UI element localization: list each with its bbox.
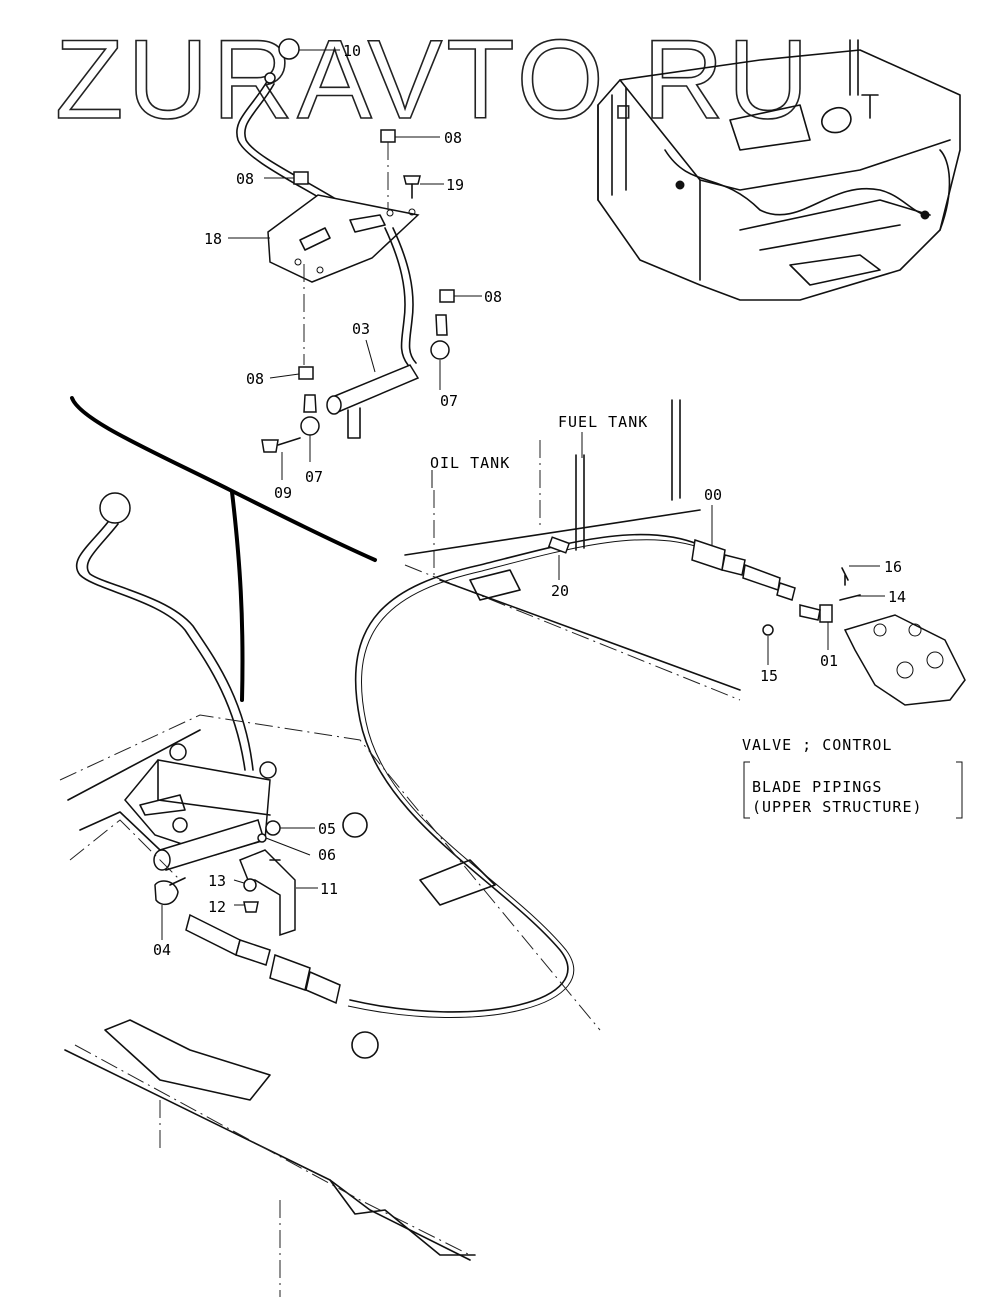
cable-end-upper bbox=[547, 536, 796, 601]
caption-line-2: (UPPER STRUCTURE) bbox=[752, 798, 923, 816]
callout-03: 03 bbox=[352, 320, 370, 338]
callout-15: 15 bbox=[760, 667, 778, 685]
callout-11: 11 bbox=[320, 880, 338, 898]
callout-08: 08 bbox=[444, 129, 462, 147]
caption-block: VALVE ; CONTROL BLADE PIPINGS (UPPER STR… bbox=[742, 736, 963, 819]
oil-tank-label: OIL TANK bbox=[430, 454, 510, 472]
control-valve bbox=[762, 567, 966, 706]
callout-12: 12 bbox=[208, 898, 226, 916]
caption-bracket-left bbox=[743, 761, 750, 819]
callout-09: 09 bbox=[274, 484, 292, 502]
upper-structure-illustration bbox=[597, 39, 961, 301]
callout-16: 16 bbox=[884, 558, 902, 576]
upper-lever-assembly bbox=[236, 38, 455, 453]
section-divider-line bbox=[70, 396, 377, 562]
callout-19: 19 bbox=[446, 176, 464, 194]
callout-08: 08 bbox=[484, 288, 502, 306]
callout-13: 13 bbox=[208, 872, 226, 890]
leader-lines bbox=[161, 49, 885, 940]
callout-20: 20 bbox=[551, 582, 569, 600]
callout-08: 08 bbox=[246, 370, 264, 388]
fuel-tank-label: FUEL TANK bbox=[558, 413, 648, 431]
callout-14: 14 bbox=[888, 588, 906, 606]
callout-08: 08 bbox=[236, 170, 254, 188]
callout-07: 07 bbox=[305, 468, 323, 486]
floor-plate-outline bbox=[59, 714, 601, 1297]
caption-bracket-right bbox=[956, 761, 963, 819]
callout-18: 18 bbox=[204, 230, 222, 248]
callout-00: 00 bbox=[704, 486, 722, 504]
lower-lever-assembly bbox=[75, 492, 341, 1005]
callout-04: 04 bbox=[153, 941, 171, 959]
callout-labels: 10 08 08 19 18 08 03 08 07 07 09 00 20 1… bbox=[153, 42, 906, 959]
watermark-text: ZURAVTO.RU bbox=[55, 17, 813, 142]
tank-outlines bbox=[404, 399, 741, 701]
callout-10: 10 bbox=[343, 42, 361, 60]
callout-06: 06 bbox=[318, 846, 336, 864]
callout-01: 01 bbox=[820, 652, 838, 670]
callout-07: 07 bbox=[440, 392, 458, 410]
section-divider-line-2 bbox=[230, 490, 245, 702]
caption-title: VALVE ; CONTROL bbox=[742, 736, 892, 754]
control-cable bbox=[349, 533, 701, 1013]
callout-05: 05 bbox=[318, 820, 336, 838]
caption-line-1: BLADE PIPINGS bbox=[752, 778, 882, 796]
